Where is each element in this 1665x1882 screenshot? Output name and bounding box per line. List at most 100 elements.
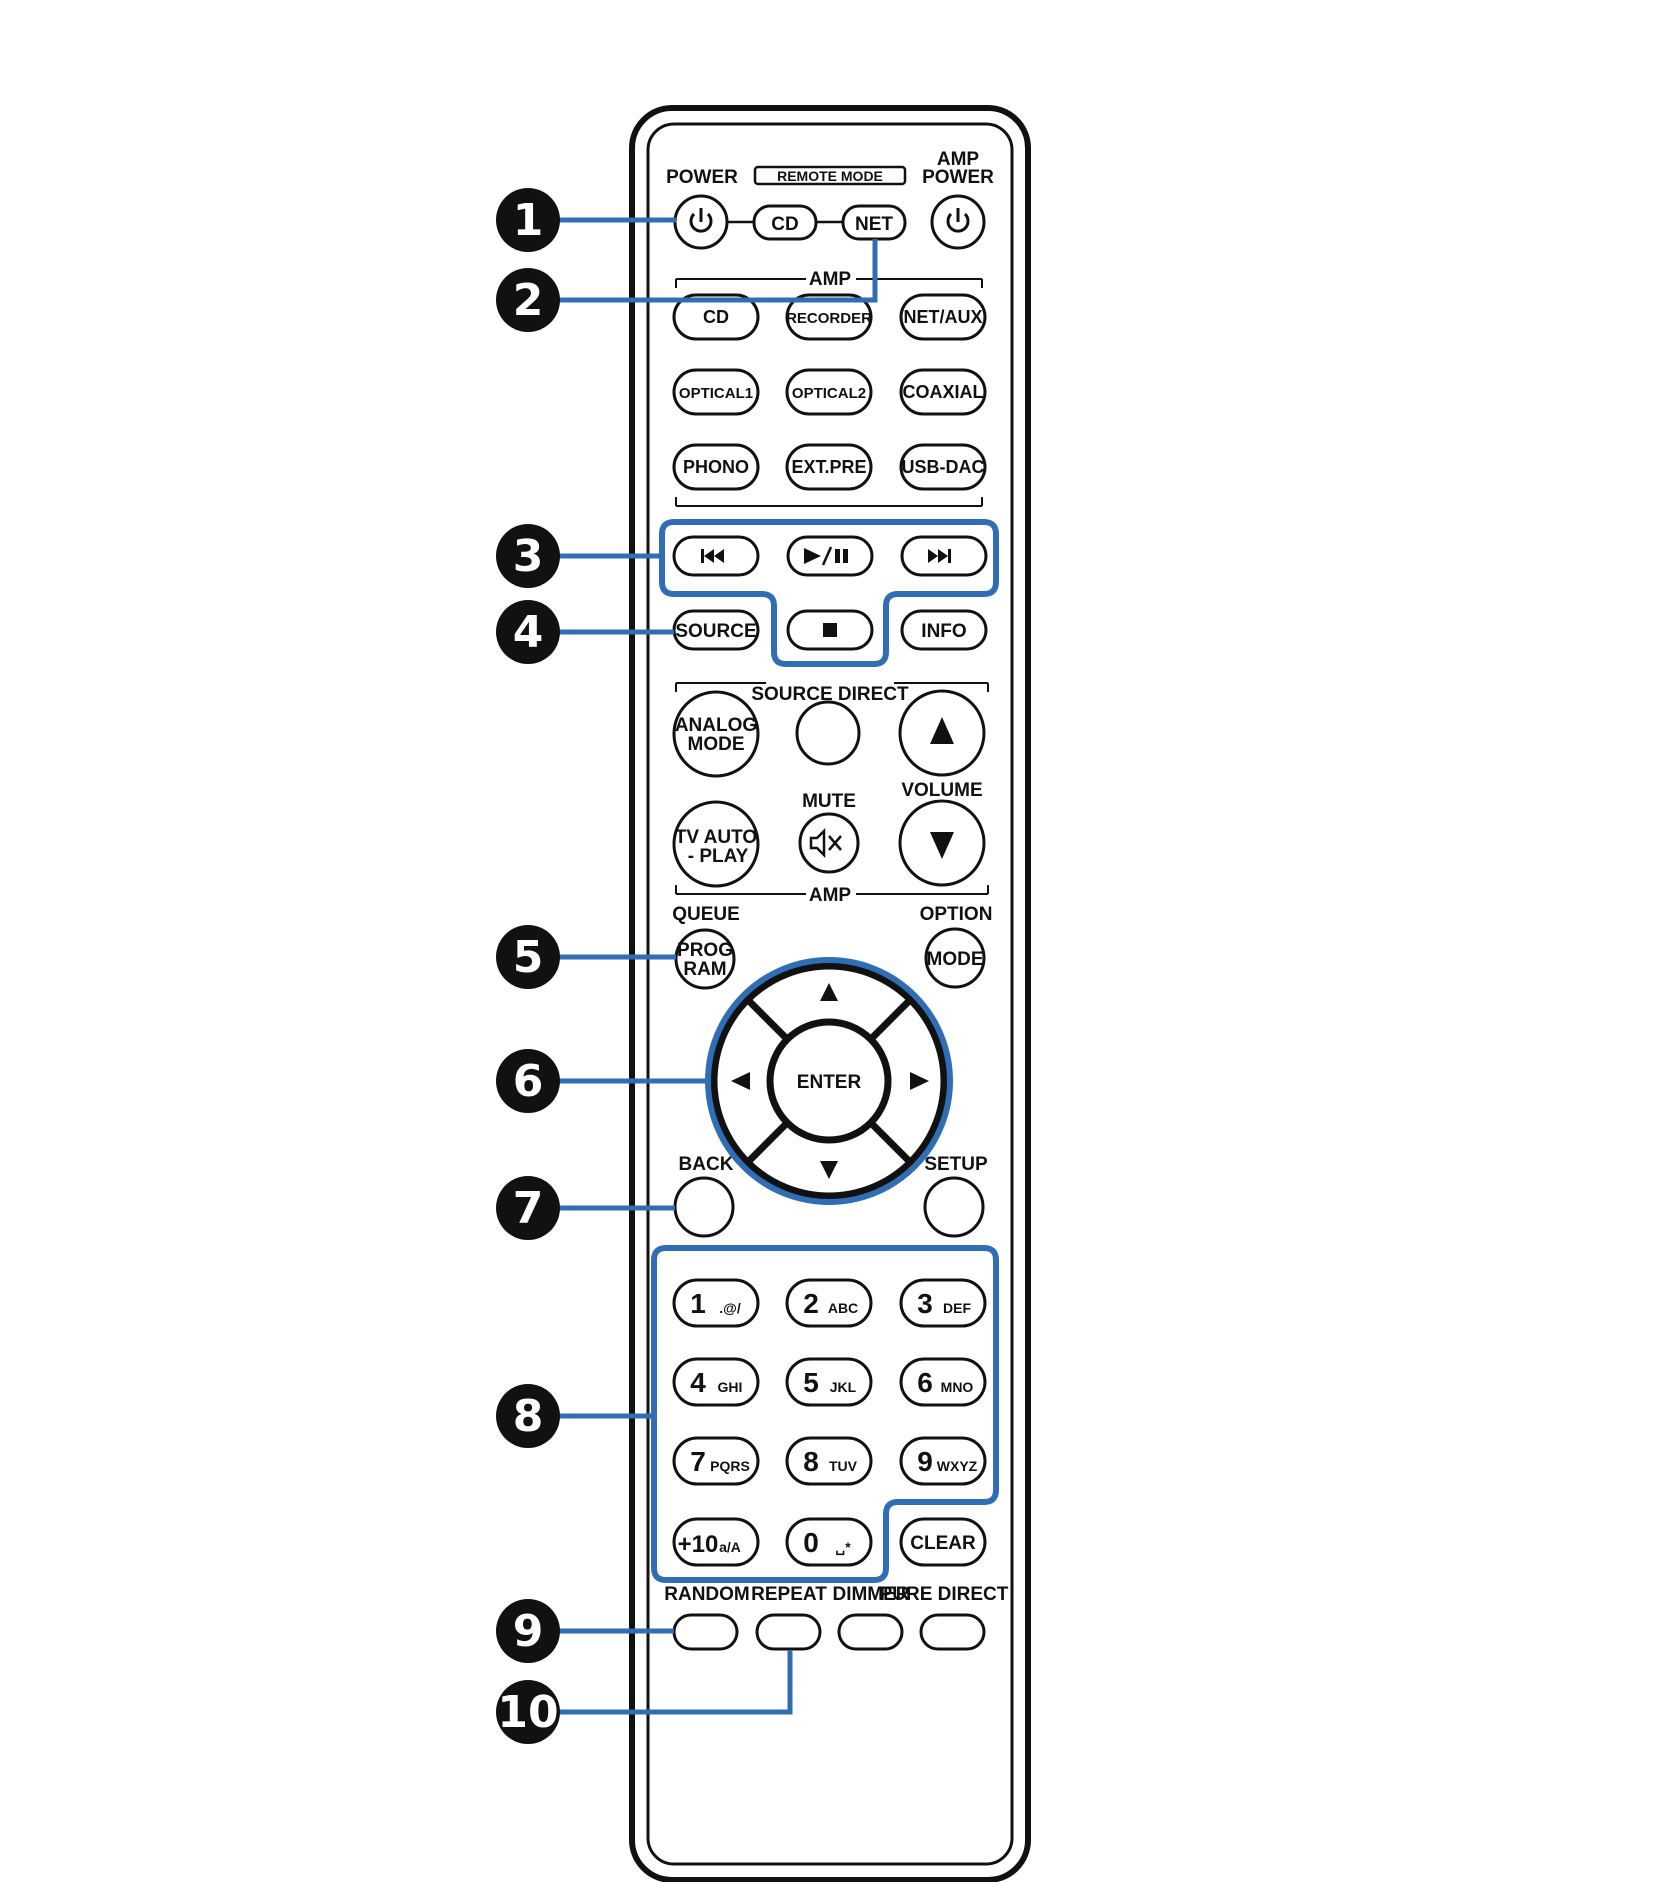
numpad-key[interactable]: 3 DEF [899, 1278, 987, 1328]
numpad-key[interactable]: 1.@/ [672, 1278, 760, 1328]
mute-button[interactable] [798, 812, 860, 874]
power-icon [689, 208, 713, 233]
callout-badge: 10 [496, 1680, 560, 1744]
numpad-key-number: 2 [803, 1288, 819, 1319]
callout-number: 6 [513, 1056, 544, 1107]
numpad-key-number: 1 [690, 1288, 706, 1319]
volume-down-icon [930, 832, 954, 859]
mute-label: MUTE [802, 791, 856, 812]
amp-input-button[interactable]: CD [672, 293, 760, 341]
dimmer-button[interactable] [837, 1613, 904, 1651]
info-button[interactable]: INFO [900, 609, 988, 651]
clear-button[interactable]: CLEAR [899, 1517, 987, 1567]
remote-mode-net-button[interactable]: NET [841, 204, 907, 241]
option-label: OPTION [920, 904, 993, 925]
power-label: POWER [666, 167, 738, 188]
amp-input-button[interactable]: OPTICAL1 [672, 368, 760, 416]
numpad-key[interactable]: 0␣* [785, 1517, 873, 1567]
numpad-key-letters: WXYZ [937, 1458, 978, 1474]
skip-previous-icon [701, 549, 724, 563]
remote-mode-cd-button[interactable]: CD [752, 204, 818, 241]
amp-input-label: OPTICAL1 [679, 385, 753, 402]
amp-input-button[interactable]: USB-DAC [899, 443, 987, 491]
numpad-key-letters: ABC [828, 1300, 858, 1316]
numpad-key-number: 9 [917, 1446, 933, 1477]
cursor-down-button[interactable] [820, 1161, 838, 1179]
pure-direct-button[interactable] [919, 1613, 986, 1651]
power-button[interactable] [673, 194, 729, 250]
volume-label: VOLUME [901, 780, 982, 801]
amp-input-button[interactable]: COAXIAL [899, 368, 987, 416]
amp-group2-label: AMP [809, 885, 852, 906]
source-label: SOURCE [675, 621, 756, 642]
back-label: BACK [679, 1154, 734, 1175]
amp-input-button[interactable]: NET/AUX [899, 293, 987, 341]
program-button[interactable]: PROG RAM [674, 928, 736, 990]
callout-leaders [548, 217, 878, 1715]
tv-auto-play-button[interactable]: TV AUTO - PLAY [672, 800, 760, 888]
analog-mode-button[interactable]: ANALOG MODE [672, 690, 760, 778]
numpad-key-number: 4 [690, 1367, 706, 1398]
program-label-1: PROG [677, 940, 733, 961]
cursor-up-button[interactable] [820, 983, 838, 1001]
random-button[interactable] [672, 1613, 739, 1651]
callout-number: 10 [497, 1687, 558, 1738]
skip-previous-button[interactable] [672, 535, 760, 577]
callout-number: 4 [513, 607, 544, 658]
source-direct-button[interactable] [795, 700, 861, 766]
numpad-key-number: 7 [690, 1446, 706, 1477]
clear-label: CLEAR [910, 1533, 976, 1554]
amp-power-label-2: POWER [922, 167, 994, 188]
amp-input-button[interactable]: RECORDER [785, 293, 873, 341]
skip-next-button[interactable] [900, 535, 988, 577]
callout-badge: 5 [496, 925, 560, 989]
play-pause-button[interactable] [786, 535, 874, 577]
tv-auto-play-label-1: TV AUTO [675, 827, 757, 848]
enter-button[interactable]: ENTER [774, 1026, 884, 1136]
callout-badge: 3 [496, 524, 560, 588]
remote-mode-frame [753, 165, 907, 186]
numpad-key-letters: DEF [943, 1300, 971, 1316]
volume-down-button[interactable] [898, 799, 986, 887]
amp-input-label: USB-DAC [902, 457, 985, 477]
numpad-key-number: 3 [917, 1288, 933, 1319]
amp-power-button[interactable] [930, 194, 986, 250]
analog-mode-label-1: ANALOG [675, 715, 757, 736]
repeat-label: REPEAT [751, 1584, 827, 1605]
dimmer-label: DIMMER [832, 1584, 909, 1605]
remote-mode-cd-label: CD [771, 214, 798, 235]
cursor-left-button[interactable] [731, 1072, 750, 1090]
numpad-key-letters: PQRS [710, 1458, 750, 1474]
amp-input-button[interactable]: EXT.PRE [785, 443, 873, 491]
analog-mode-label-2: MODE [688, 734, 745, 755]
amp-input-button[interactable]: PHONO [672, 443, 760, 491]
callout-badge: 9 [496, 1599, 560, 1663]
callout-badge: 6 [496, 1049, 560, 1113]
back-button[interactable] [673, 1176, 735, 1238]
amp-input-button[interactable]: OPTICAL2 [785, 368, 873, 416]
amp-input-label: PHONO [683, 457, 749, 477]
callout-number: 2 [513, 275, 544, 326]
mode-button[interactable]: MODE [924, 927, 986, 989]
volume-up-button[interactable] [898, 689, 986, 777]
numpad-key-number: 8 [803, 1446, 819, 1477]
pure-direct-label: PURE DIRECT [880, 1584, 1009, 1605]
cursor-right-button[interactable] [910, 1072, 929, 1090]
callout-number: 8 [513, 1391, 544, 1442]
stop-button[interactable] [786, 609, 874, 651]
repeat-button[interactable] [755, 1613, 822, 1651]
setup-button[interactable] [923, 1176, 985, 1238]
amp-input-label: NET/AUX [903, 307, 982, 327]
remote-mode-net-label: NET [855, 214, 893, 235]
amp-input-label: OPTICAL2 [792, 385, 866, 402]
callout-badge: 7 [496, 1176, 560, 1240]
source-button[interactable]: SOURCE [672, 609, 760, 651]
numpad-key[interactable]: 2 ABC [785, 1278, 873, 1328]
